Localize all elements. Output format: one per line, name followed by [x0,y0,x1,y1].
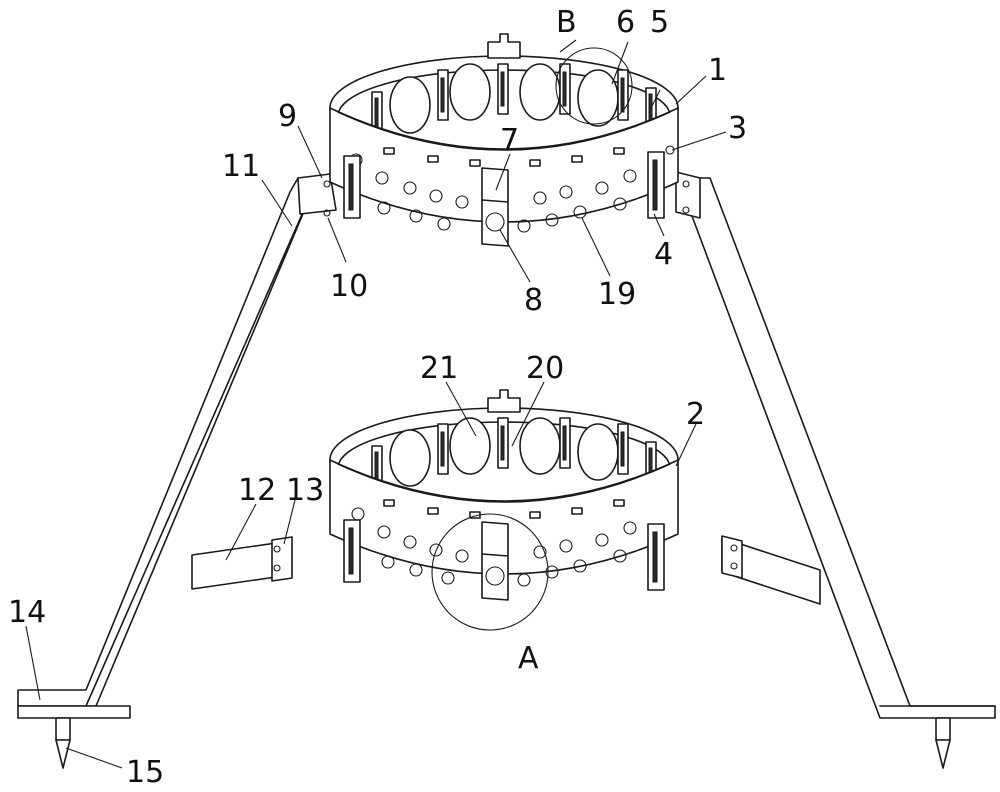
label-10: 10 [330,269,368,304]
detail-a-circle [431,513,549,631]
right-leg [675,171,996,719]
lower-ring-holes [351,507,637,587]
right-brace [721,535,821,605]
label-19: 19 [598,277,636,312]
label-15: 15 [126,755,164,790]
label-9: 9 [278,99,297,134]
label-7: 7 [500,123,519,158]
label-1: 1 [708,53,727,88]
right-spike [935,717,951,769]
label-b: B [556,5,577,40]
lower-ring [329,389,679,601]
detail-b-circle [555,47,633,125]
upper-ring [329,33,679,247]
upper-teeth [383,147,625,167]
left-spike [55,717,71,769]
label-5: 5 [650,5,669,40]
label-12: 12 [238,473,276,508]
left-leg [17,173,337,719]
label-a: A [518,641,539,676]
label-6: 6 [616,5,635,40]
label-13: 13 [286,473,324,508]
left-brace [191,536,293,590]
lower-inner-pads [371,417,657,491]
reference-labels: 1 5 6 B 3 4 7 8 19 9 11 10 21 20 2 12 13… [8,5,747,790]
upper-ring-holes [349,153,637,233]
label-3: 3 [728,111,747,146]
label-21: 21 [420,351,458,386]
label-14: 14 [8,595,46,630]
label-20: 20 [526,351,564,386]
label-8: 8 [524,283,543,318]
leader-lines [25,39,727,769]
label-4: 4 [654,237,673,272]
lower-teeth [383,499,625,519]
label-11: 11 [222,149,260,184]
label-2: 2 [686,397,705,432]
